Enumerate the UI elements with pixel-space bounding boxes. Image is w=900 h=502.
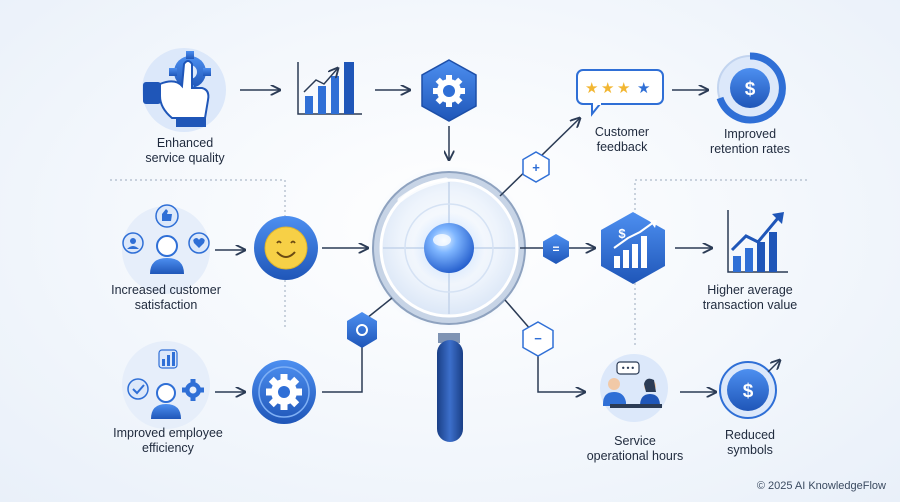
dollar-sign-coin: $ bbox=[743, 381, 754, 402]
dollar-sign: $ bbox=[745, 79, 756, 100]
dotted-frame-right bbox=[634, 179, 810, 345]
label-improved-employee-efficiency: Improved employee efficiency bbox=[113, 426, 223, 455]
dollar-coin-up-icon: $ bbox=[719, 360, 780, 419]
label-customer-feedback: Customer feedback bbox=[594, 125, 650, 154]
plus-hexagon-node: + bbox=[522, 151, 550, 183]
smiley-face-icon bbox=[254, 216, 318, 280]
dotted-frame-left bbox=[110, 179, 286, 330]
dollar-pie-icon: $ bbox=[716, 52, 786, 124]
svg-text:★: ★ bbox=[637, 79, 650, 97]
growth-bar-chart-icon bbox=[297, 62, 362, 115]
dollar-sign-small: $ bbox=[618, 226, 626, 241]
label-improved-retention-rates: Improved retention rates bbox=[710, 127, 790, 156]
label-increased-customer-satisfaction: Increased customer satisfaction bbox=[111, 283, 221, 312]
arrow-to-service-hours bbox=[504, 299, 585, 392]
connector-bottom-left bbox=[322, 342, 363, 393]
equals-hexagon-node: = bbox=[543, 234, 569, 264]
gear-circle-icon bbox=[252, 360, 316, 424]
dollar-chart-hexagon-icon: $ bbox=[601, 212, 665, 284]
people-reactions-icon bbox=[122, 204, 210, 294]
hand-gear-icon bbox=[142, 48, 226, 132]
label-enhanced-service-quality: Enhanced service quality bbox=[145, 136, 225, 165]
svg-text:•••: ••• bbox=[621, 364, 635, 373]
label-reduced-symbols: Reduced symbols bbox=[724, 428, 776, 457]
equals-glyph: = bbox=[552, 242, 559, 256]
svg-text:★: ★ bbox=[585, 79, 598, 97]
minus-glyph: − bbox=[534, 331, 542, 346]
label-higher-average-transaction-value: Higher average transaction value bbox=[702, 283, 798, 312]
gear-hexagon-icon bbox=[421, 59, 477, 122]
rising-bar-chart-icon bbox=[727, 210, 788, 273]
svg-text:★: ★ bbox=[617, 79, 630, 97]
star-rating-bubble-icon: ★ ★ ★ ★ bbox=[576, 69, 664, 117]
employee-efficiency-icon bbox=[122, 341, 210, 429]
magnifying-glass-icon bbox=[367, 166, 531, 442]
minus-hexagon-node: − bbox=[522, 321, 554, 357]
plus-glyph: + bbox=[532, 160, 540, 175]
hexagon-node-icon bbox=[347, 312, 377, 348]
copyright-text: © 2025 AI KnowledgeFlow bbox=[756, 480, 886, 492]
label-service-operational-hours: Service operational hours bbox=[586, 434, 684, 463]
service-meeting-icon: ••• bbox=[600, 354, 668, 422]
svg-text:★: ★ bbox=[601, 79, 614, 97]
